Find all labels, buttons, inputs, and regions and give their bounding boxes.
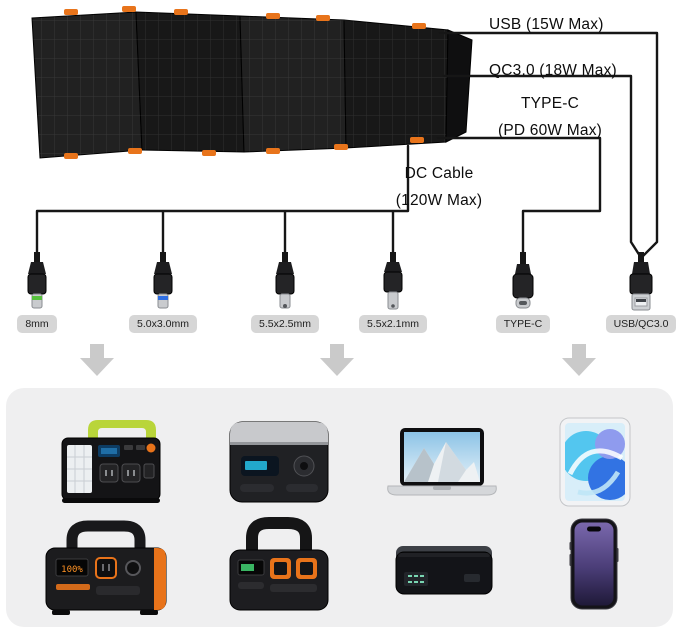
dc-plug-5-5x2-1-icon xyxy=(383,252,403,310)
dc-plug-5-0x3-0-icon xyxy=(153,252,173,309)
device-power-station-orange-2 xyxy=(229,517,329,611)
connector-label: USB/QC3.0 xyxy=(605,315,677,333)
device-tablet xyxy=(559,417,631,507)
solar-panel-illustration xyxy=(31,6,473,159)
green-handle xyxy=(88,420,156,440)
output-label-qc30: QC3.0 (18W Max) xyxy=(489,62,617,79)
dc-plug-5-5x2-5-icon xyxy=(275,252,295,309)
device-power-station-orange-1: 100% xyxy=(45,520,167,615)
down-arrow-icon xyxy=(320,344,354,376)
connector-label: 5.0x3.0mm xyxy=(129,315,197,333)
carry-handle xyxy=(246,517,312,560)
device-power-station-gray xyxy=(229,421,329,503)
dc-title: DC Cable xyxy=(404,165,474,182)
solar-cell-grid xyxy=(32,12,448,158)
down-arrow-icon xyxy=(562,344,596,376)
dc-plug-8mm-icon xyxy=(27,252,47,309)
carry-handle xyxy=(66,520,146,558)
type-c-title: TYPE-C xyxy=(520,95,580,112)
connector-label: 8mm xyxy=(17,315,57,333)
dc-subtitle: (120W Max) xyxy=(395,192,483,209)
compatible-devices-panel: 100% xyxy=(6,388,673,627)
connector-5-0x3-0: 5.0x3.0mm xyxy=(123,252,203,333)
connector-5-5x2-5: 5.5x2.5mm xyxy=(245,252,325,333)
power-station-screen-text: 100% xyxy=(61,565,83,575)
connector-label: 5.5x2.1mm xyxy=(359,315,427,333)
device-power-station-mini xyxy=(61,420,161,503)
connector-usb-qc30: USB/QC3.0 xyxy=(601,252,679,333)
type-c-subtitle: (PD 60W Max) xyxy=(497,122,603,139)
output-label-type-c: TYPE-C (PD 60W Max) xyxy=(486,90,614,144)
connector-label: TYPE-C xyxy=(495,315,551,333)
connector-5-5x2-1: 5.5x2.1mm xyxy=(353,252,433,333)
device-power-bank xyxy=(395,546,493,595)
connector-label: 5.5x2.5mm xyxy=(251,315,319,333)
dynamic-island xyxy=(587,526,601,532)
device-phone xyxy=(569,518,619,610)
down-arrow-icon xyxy=(80,344,114,376)
connector-type-c: TYPE-C xyxy=(483,252,563,333)
output-label-dc: DC Cable (120W Max) xyxy=(380,160,498,214)
device-laptop xyxy=(387,428,497,496)
usb-a-plug-icon xyxy=(629,252,653,311)
connector-8mm: 8mm xyxy=(0,252,77,333)
output-label-usb: USB (15W Max) xyxy=(489,16,604,33)
usb-c-plug-icon xyxy=(512,252,534,309)
